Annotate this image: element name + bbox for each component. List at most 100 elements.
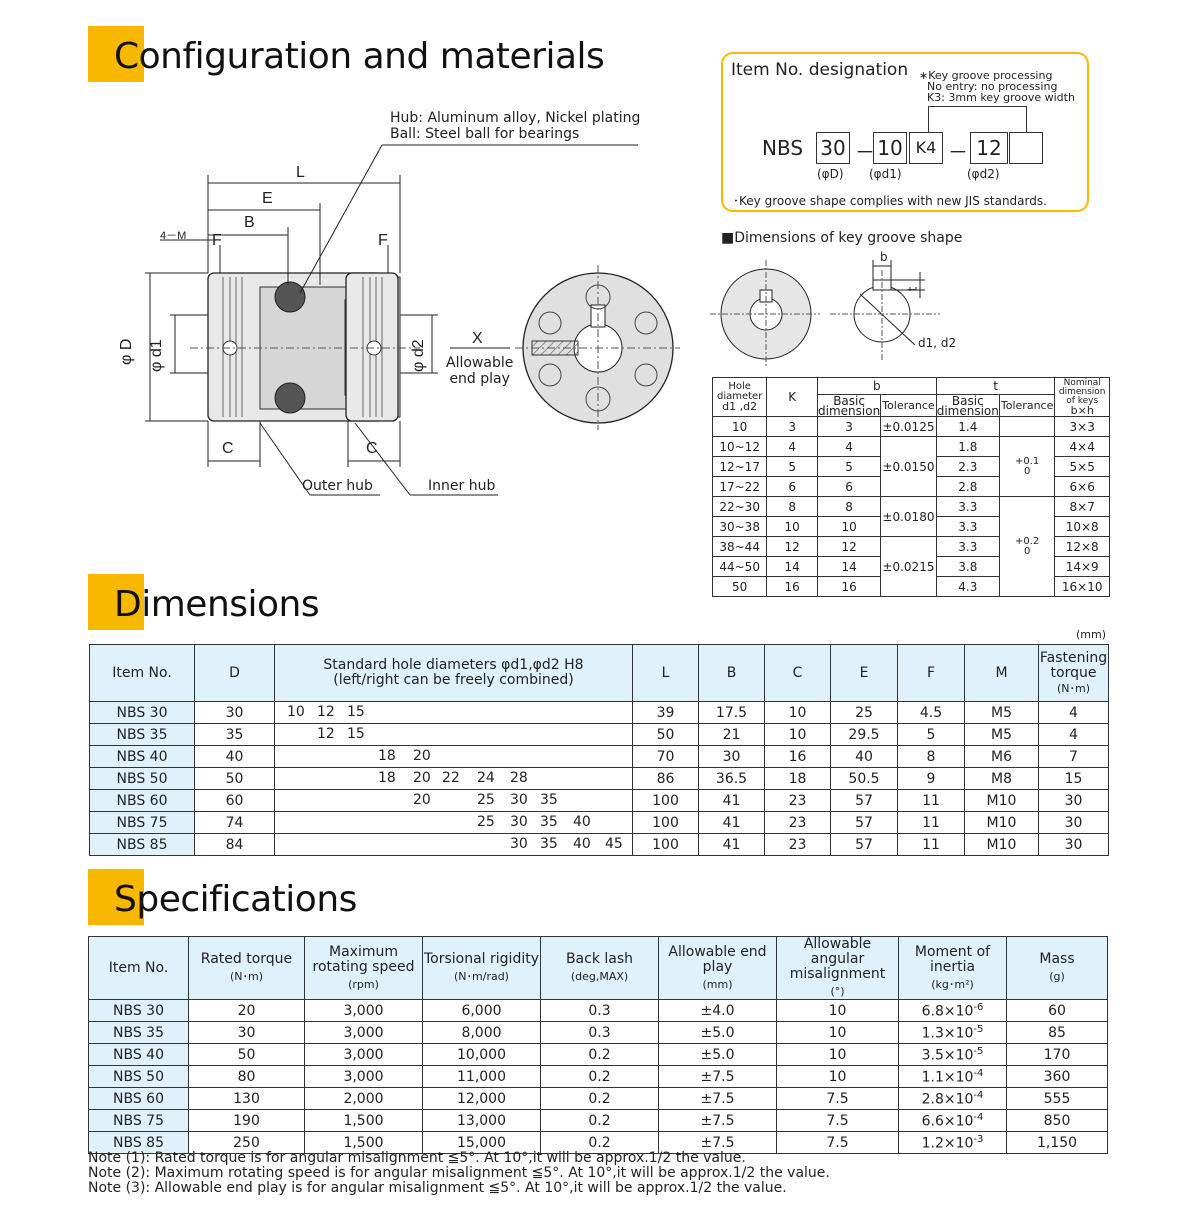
spec-tq: 130 <box>188 1087 305 1110</box>
designation-notes: ∗Key groove processing No entry: no proc… <box>919 69 1075 104</box>
label-d: d1, d2 <box>918 336 957 350</box>
dim-T: 4 <box>1038 723 1109 746</box>
kg-K: 16 <box>766 576 819 597</box>
dim-C: 23 <box>764 811 831 834</box>
kg-b: 14 <box>817 556 882 577</box>
dim-D: 30 <box>194 701 275 724</box>
spec-header: Allowable end play(mm) <box>658 936 777 1000</box>
spec-item: NBS 40 <box>88 1043 189 1066</box>
spec-spd: 1,500 <box>304 1109 423 1132</box>
dim-M: M8 <box>964 767 1039 790</box>
kg-nominal: 3×3 <box>1054 416 1110 437</box>
dim-M: M6 <box>964 745 1039 768</box>
kg-t-tol <box>998 416 1056 437</box>
hole-diameter: 12 <box>317 726 335 742</box>
dim-D: 84 <box>194 833 275 856</box>
note-1: Note (1): Rated torque is for angular mi… <box>88 1150 746 1166</box>
kg-b: 16 <box>817 576 882 597</box>
dim-L: 100 <box>632 811 699 834</box>
note-2: Note (2): Maximum rotating speed is for … <box>88 1165 830 1181</box>
dh-L: L <box>632 644 699 702</box>
dim-B: 30 <box>698 745 765 768</box>
coupling-drawing <box>145 144 680 496</box>
dim-L: 100 <box>632 789 699 812</box>
kg-b: 8 <box>817 496 882 517</box>
spec-ep: ±7.5 <box>658 1131 777 1154</box>
kg-nominal: 16×10 <box>1054 576 1110 597</box>
dim-C: 10 <box>764 701 831 724</box>
kg-K: 5 <box>766 456 819 477</box>
dim-F-right: F <box>378 232 388 249</box>
dim-T: 30 <box>1038 833 1109 856</box>
designation-title: Item No. designation <box>731 60 909 80</box>
spec-inertia: 6.6×10-4 <box>898 1109 1007 1132</box>
dh-C: C <box>764 644 831 702</box>
material-hub: Hub: Aluminum alloy, Nickel plating <box>390 110 641 126</box>
dim-B: B <box>244 214 255 231</box>
dim-E: 25 <box>830 701 898 724</box>
kg-b-tol: ±0.0180 <box>880 496 937 537</box>
label-b: b <box>880 250 888 264</box>
box-D: 30 <box>816 132 850 164</box>
dim-T: 30 <box>1038 811 1109 834</box>
dim-L: 100 <box>632 833 699 856</box>
dash: － <box>855 142 875 164</box>
dim-E: 57 <box>830 811 898 834</box>
hole-diameter: 12 <box>317 704 335 720</box>
dim-B: 41 <box>698 811 765 834</box>
dim-E: 40 <box>830 745 898 768</box>
spec-inertia: 1.2×10-3 <box>898 1131 1007 1154</box>
dim-T: 30 <box>1038 789 1109 812</box>
kg-b-tol: ±0.0215 <box>880 536 937 597</box>
material-labels: Hub: Aluminum alloy, Nickel plating Ball… <box>390 110 640 142</box>
dim-D: 74 <box>194 811 275 834</box>
dim-L: 39 <box>632 701 699 724</box>
kg-nominal: 8×7 <box>1054 496 1110 517</box>
kg-K: 3 <box>766 416 819 437</box>
section-title: Dimensions <box>114 584 320 625</box>
dim-item: NBS 40 <box>89 745 195 768</box>
spec-item: NBS 35 <box>88 1021 189 1044</box>
dim-D: 60 <box>194 789 275 812</box>
hole-diameter: 45 <box>605 836 623 852</box>
spec-header: Mass(g) <box>1006 936 1108 1000</box>
spec-bl: 0.2 <box>540 1131 659 1154</box>
hole-diameter: 35 <box>540 814 558 830</box>
spec-header: Moment of inertia(kg･m²) <box>898 936 1007 1000</box>
dim-phiD: φ D <box>118 338 135 365</box>
kg-t: 3.3 <box>935 536 1000 557</box>
kg-b: 10 <box>817 516 882 537</box>
dim-4M: 4－M <box>160 230 187 242</box>
kg-hole: 10~12 <box>711 436 768 457</box>
dh-D: D <box>194 644 275 702</box>
spec-mass: 360 <box>1006 1065 1108 1088</box>
spec-rig: 13,000 <box>422 1109 541 1132</box>
dim-F: 5 <box>897 723 965 746</box>
kg-hole: 44~50 <box>711 556 768 577</box>
kg-hole: 17~22 <box>711 476 768 497</box>
spec-ang: 10 <box>776 1065 899 1088</box>
dim-F: 11 <box>897 833 965 856</box>
kg-t: 3.3 <box>935 496 1000 517</box>
spec-spd: 3,000 <box>304 1065 423 1088</box>
spec-inertia: 1.1×10-4 <box>898 1065 1007 1088</box>
spec-rig: 11,000 <box>422 1065 541 1088</box>
spec-bl: 0.3 <box>540 999 659 1022</box>
kg-b-tol: ±0.0125 <box>880 416 937 437</box>
spec-bl: 0.2 <box>540 1043 659 1066</box>
kg-nominal: 14×9 <box>1054 556 1110 577</box>
dh-holes: Standard hole diameters φd1,φd2 H8(left/… <box>274 644 633 702</box>
dh-torque: Fastening torque(N･m) <box>1038 644 1109 702</box>
dim-C: 23 <box>764 789 831 812</box>
hole-diameter: 20 <box>413 748 431 764</box>
